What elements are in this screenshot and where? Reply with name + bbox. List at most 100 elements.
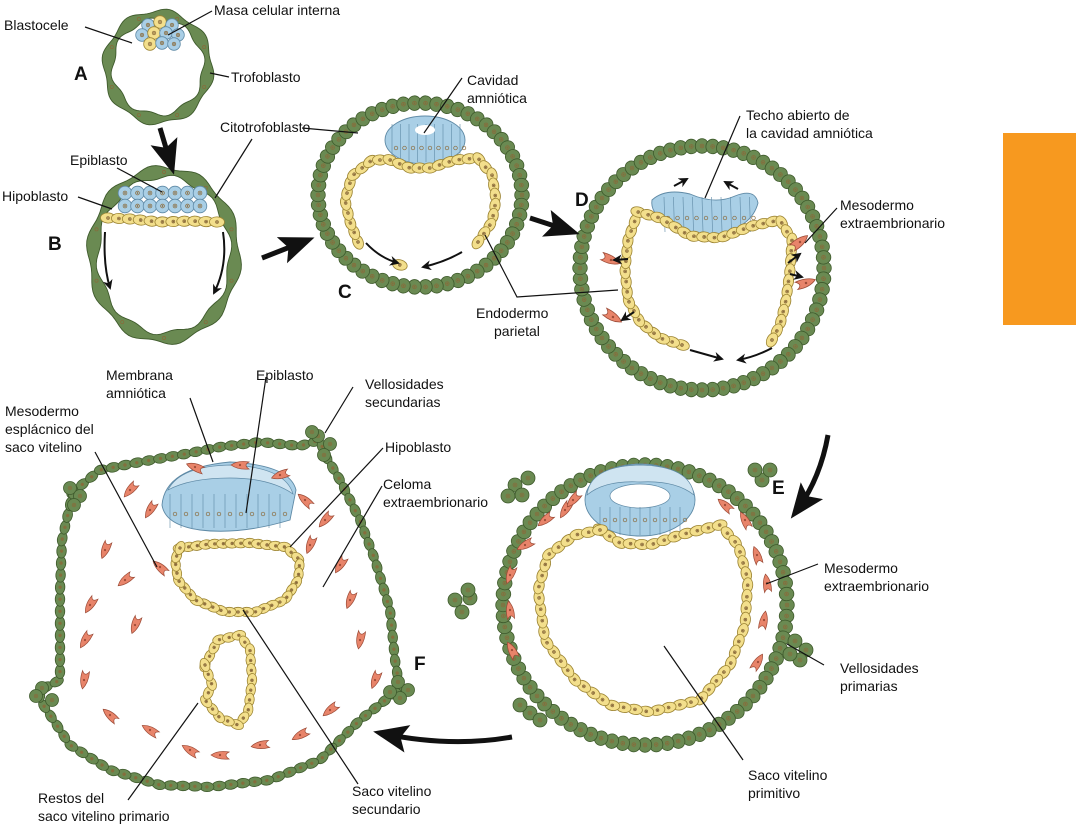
villus-cell [305, 425, 319, 439]
mesoderm-cell [717, 498, 735, 515]
mesoderm-cell [130, 614, 143, 635]
cytotrophoblast-cell [326, 461, 339, 475]
arrow-c-left [365, 242, 400, 266]
epiblast-layer [117, 15, 759, 537]
mesoderm-cell [80, 669, 90, 690]
panel-label-b: B [48, 234, 62, 255]
hypoblast-cell [765, 332, 779, 348]
label-hipoblasto-b: Hipoblasto [2, 188, 68, 204]
epiblast-disc-e [584, 463, 696, 537]
label-masa-celular-interna: Masa celular interna [214, 2, 340, 18]
cytotrophoblast-cell [187, 781, 203, 792]
inner-cell-mass-cell [143, 37, 157, 51]
villus-cell [383, 685, 397, 699]
mesoderm-cell [291, 727, 311, 740]
mesoderm-cell [185, 462, 206, 475]
epiblast-cell [130, 198, 145, 214]
villus-cell [782, 646, 798, 662]
mesoderm-cell [145, 499, 159, 519]
cytotrophoblast-cell [259, 775, 275, 786]
mesoderm-cell [566, 490, 583, 508]
hypoblast-cell [174, 541, 186, 555]
epiblast-cell [117, 198, 133, 214]
yolk-remnant-cell [199, 657, 211, 673]
mesoderm-cell [100, 539, 113, 560]
cytotrophoblast-cell [418, 279, 433, 295]
mesoderm-cell [297, 493, 315, 510]
cytotrophoblast-cell [626, 736, 641, 753]
hypoblast-cell [471, 234, 485, 250]
epiblast-disc-f [161, 461, 297, 532]
panel-label-e: E [772, 478, 785, 499]
epiblast-cell [180, 185, 195, 201]
cytotrophoblast-cell [129, 457, 145, 468]
epiblast-cell [192, 198, 208, 214]
hypoblast-cell [209, 216, 225, 228]
villus-cell [512, 697, 528, 713]
cytotrophoblast-cell [105, 462, 121, 473]
cytotrophoblast-cell [153, 453, 168, 464]
arrow-b-right [213, 231, 226, 295]
hypoblast-cell [592, 524, 608, 536]
mesoderm-cell [763, 573, 772, 594]
villus-cell [447, 592, 463, 608]
label-citotrofoblasto: Citotrofoblasto [220, 119, 310, 135]
cytotrophoblast-cell [44, 709, 57, 724]
mesoderm-cell [537, 511, 556, 527]
mesoderm-cell [506, 600, 515, 621]
label-saco-vitelino-secundario-1: Saco vitelino [352, 783, 432, 799]
cytotrophoblast-cell [572, 271, 589, 286]
cytotrophoblast-cell [378, 582, 390, 598]
mesoderm-cell [370, 669, 383, 690]
villus-cell [45, 693, 59, 707]
mesoderm-cell [740, 511, 753, 531]
villus-cell [67, 498, 81, 512]
label-techo-abierto-2: la cavidad amniótica [746, 125, 873, 141]
mesoderm-cell [749, 653, 763, 673]
cytotrophoblast-cell [56, 531, 68, 547]
epiblast-cell [167, 185, 183, 201]
villus-cell [532, 712, 548, 728]
side-tab [1003, 133, 1076, 325]
cytotrophoblast-cell [681, 730, 697, 746]
label-epiblasto-b: Epiblasto [70, 152, 128, 168]
hypoblast-cell [392, 259, 408, 271]
epiblast-cell [180, 198, 195, 214]
cytotrophoblast-cell [165, 451, 180, 462]
villus-cell [514, 487, 530, 503]
panel-label-f: F [414, 654, 426, 675]
cytotrophoblast-cell [64, 739, 79, 752]
panel-label-c: C [338, 282, 352, 303]
labels: Blastocele Masa celular interna Trofobla… [2, 2, 945, 824]
villus-cell [391, 675, 405, 689]
cytotrophoblast-cell [62, 508, 73, 523]
arrow-d-side-2 [620, 311, 635, 322]
cytotrophoblast-cell [684, 138, 699, 155]
mesoderm-cell [318, 510, 335, 528]
cytotrophoblast-cell [151, 779, 167, 791]
label-mesodermo-extra-e-1: Mesodermo [824, 560, 898, 576]
mesoderm-cell [141, 725, 161, 739]
cytotrophoblast-cell [333, 471, 345, 486]
villus-cell [63, 481, 77, 495]
mesoderm-cell [505, 564, 518, 585]
inner-cell-mass-cell [153, 15, 167, 29]
label-vellosidades-secundarias-2: secundarias [365, 394, 441, 410]
mesoderm-cell [788, 235, 809, 252]
mesoderm-cell [230, 461, 251, 470]
mesoderm-cell [794, 278, 816, 291]
label-cavidad-amniotica-1: Cavidad [467, 72, 518, 88]
cytotrophoblast-cell [779, 597, 795, 613]
mesoderm-cell [117, 571, 136, 587]
migration-arrows [102, 178, 804, 364]
epiblast-cell [155, 198, 170, 214]
villus-cell [500, 488, 516, 504]
cytotrophoblast-cell [349, 503, 362, 518]
label-hipoblasto-f: Hipoblasto [385, 439, 451, 455]
arrow-b-to-c [261, 237, 315, 264]
arrow-c-right [421, 251, 463, 271]
mesoderm-cell [305, 534, 318, 555]
villus-cell [29, 689, 43, 703]
cytotrophoblast-cell [282, 766, 297, 778]
label-techo-abierto-1: Techo abierto de [746, 107, 850, 123]
